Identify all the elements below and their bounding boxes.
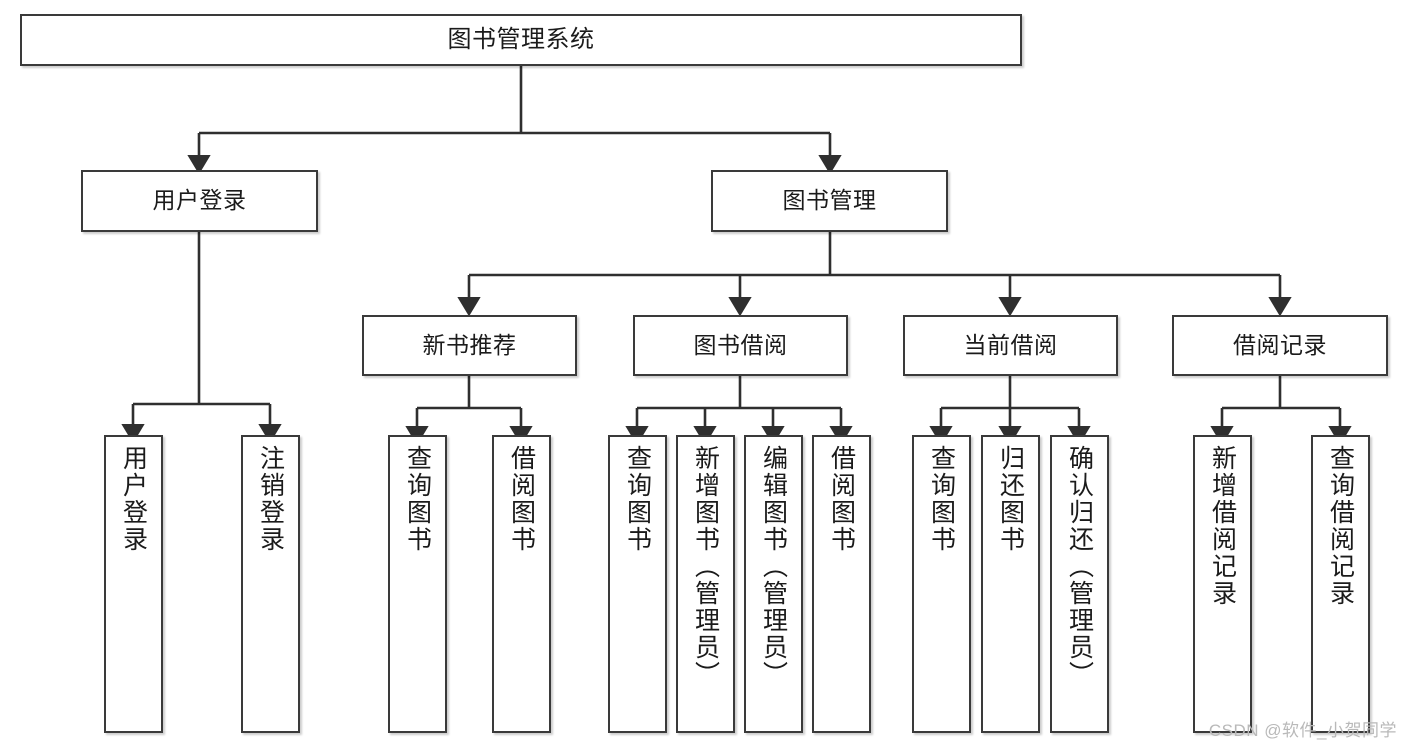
leaf-query-book-1[interactable]: 查询图书 bbox=[388, 435, 447, 733]
leaf-return-book-label: 归还图书 bbox=[996, 445, 1025, 553]
leaf-query-record[interactable]: 查询借阅记录 bbox=[1311, 435, 1370, 733]
leaf-query-book-2-label: 查询图书 bbox=[623, 445, 652, 553]
node-book-manage[interactable]: 图书管理 bbox=[711, 170, 948, 232]
leaf-confirm-return[interactable]: 确认归还（管理员） bbox=[1050, 435, 1109, 733]
node-borrow-record[interactable]: 借阅记录 bbox=[1172, 315, 1388, 376]
leaf-add-record[interactable]: 新增借阅记录 bbox=[1193, 435, 1252, 733]
node-user-login-label: 用户登录 bbox=[152, 187, 247, 214]
node-root[interactable]: 图书管理系统 bbox=[20, 14, 1022, 66]
leaf-user-login-label: 用户登录 bbox=[119, 445, 148, 553]
leaf-query-book-3[interactable]: 查询图书 bbox=[912, 435, 971, 733]
node-borrow-record-label: 借阅记录 bbox=[1233, 331, 1327, 358]
leaf-add-record-label: 新增借阅记录 bbox=[1208, 445, 1237, 607]
leaf-user-login[interactable]: 用户登录 bbox=[104, 435, 163, 733]
node-current-borrow-label: 当前借阅 bbox=[963, 331, 1058, 358]
node-current-borrow[interactable]: 当前借阅 bbox=[903, 315, 1118, 376]
leaf-return-book[interactable]: 归还图书 bbox=[981, 435, 1040, 733]
node-book-borrow[interactable]: 图书借阅 bbox=[633, 315, 848, 376]
leaf-logout[interactable]: 注销登录 bbox=[241, 435, 300, 733]
leaf-query-book-3-label: 查询图书 bbox=[927, 445, 956, 553]
node-book-borrow-label: 图书借阅 bbox=[693, 331, 788, 358]
leaf-edit-book[interactable]: 编辑图书（管理员） bbox=[744, 435, 803, 733]
leaf-add-book-label: 新增图书（管理员） bbox=[691, 445, 720, 688]
node-new-book-recommend[interactable]: 新书推荐 bbox=[362, 315, 577, 376]
leaf-query-book-1-label: 查询图书 bbox=[403, 445, 432, 553]
node-new-book-recommend-label: 新书推荐 bbox=[422, 331, 517, 358]
leaf-add-book[interactable]: 新增图书（管理员） bbox=[676, 435, 735, 733]
leaf-borrow-book-1[interactable]: 借阅图书 bbox=[492, 435, 551, 733]
leaf-query-record-label: 查询借阅记录 bbox=[1326, 445, 1355, 607]
leaf-borrow-book-1-label: 借阅图书 bbox=[507, 445, 536, 553]
leaf-borrow-book-2[interactable]: 借阅图书 bbox=[812, 435, 871, 733]
node-book-manage-label: 图书管理 bbox=[782, 187, 877, 214]
leaf-edit-book-label: 编辑图书（管理员） bbox=[759, 445, 788, 688]
node-user-login[interactable]: 用户登录 bbox=[81, 170, 318, 232]
leaf-query-book-2[interactable]: 查询图书 bbox=[608, 435, 667, 733]
leaf-borrow-book-2-label: 借阅图书 bbox=[827, 445, 856, 553]
watermark: CSDN @软件_小贺同学 bbox=[1208, 721, 1397, 740]
leaf-logout-label: 注销登录 bbox=[256, 445, 285, 553]
leaf-confirm-return-label: 确认归还（管理员） bbox=[1065, 445, 1094, 688]
node-root-label: 图书管理系统 bbox=[447, 25, 595, 53]
